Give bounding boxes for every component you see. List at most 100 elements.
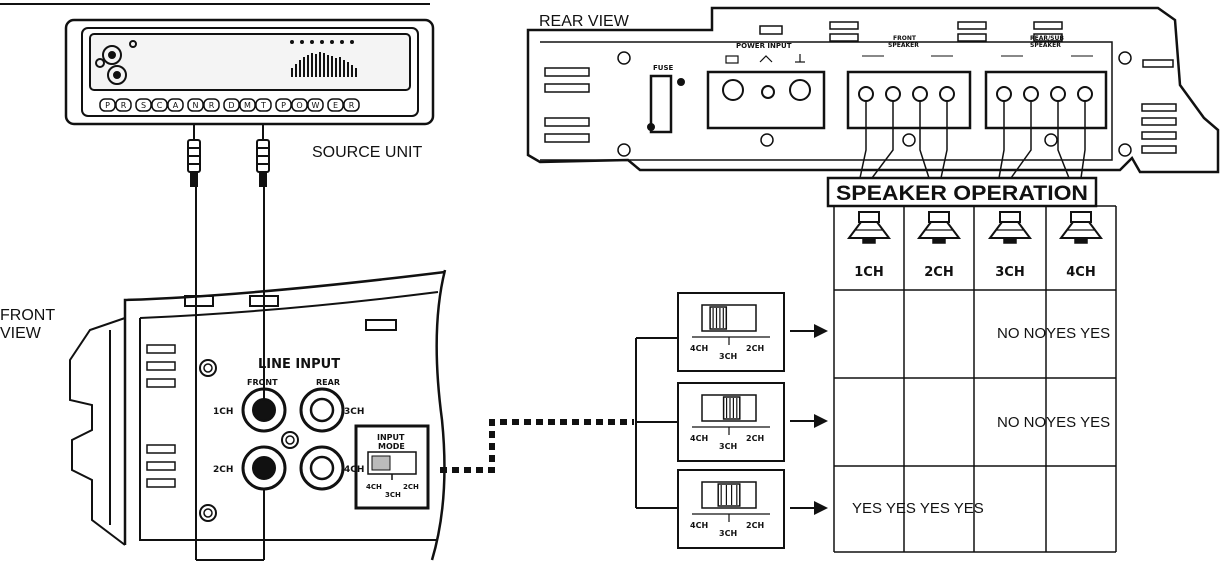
rca-jack-rear-3ch: [299, 387, 345, 433]
speaker-terminal: [912, 86, 928, 102]
arrow-head: [814, 324, 828, 338]
source-unit-button: [167, 98, 184, 112]
table-column-header: 4CH: [1066, 265, 1095, 280]
switch-label-left: 4CH: [690, 344, 708, 353]
table-row-text: NO NOYES YES: [997, 325, 1110, 342]
table-column-header: 3CH: [995, 265, 1024, 280]
equalizer-display: [291, 52, 357, 77]
speaker-wire: [998, 128, 1005, 179]
source-unit-button-label: M: [244, 101, 251, 110]
rca-plug-left: [187, 124, 201, 187]
speaker-wire: [871, 128, 894, 179]
source-unit-button: [291, 98, 308, 112]
rear-view-label: REAR VIEW: [539, 13, 630, 30]
rear-input-label: REAR: [316, 378, 340, 387]
speaker-terminal: [996, 86, 1012, 102]
input-mode-switch: [354, 424, 430, 510]
switch-label-middle: 3CH: [719, 529, 737, 538]
signal-wires: [195, 186, 265, 561]
source-unit-button: [223, 98, 240, 112]
source-unit-button: [187, 98, 204, 112]
speaker-wire: [1080, 128, 1086, 179]
switch-label-left: 4CH: [690, 434, 708, 443]
rca-jack-front-1ch: [241, 387, 287, 433]
switch-label-right: 2CH: [746, 521, 764, 530]
source-unit-button-label: C: [157, 101, 163, 110]
switch-options: 4CH 3CH 2CH 4CH 3CH 2CH 4CH 3CH 2CH: [677, 292, 828, 549]
switch-label-right: 2CH: [746, 344, 764, 353]
switch-label-right: 2CH: [746, 434, 764, 443]
source-unit-button: [115, 98, 132, 112]
source-unit-button: [307, 98, 324, 112]
speaker-icon: [847, 211, 891, 244]
rear-sub-speaker-label-line2: SPEAKER: [1030, 42, 1061, 49]
switch-label-middle: 3CH: [719, 352, 737, 361]
speaker-icon: [988, 211, 1032, 244]
source-unit-button: [151, 98, 168, 112]
source-unit-button-label: P: [105, 101, 110, 110]
switch-position-1: 4CH 3CH 2CH: [677, 292, 785, 372]
dotted-connector: [440, 419, 634, 473]
fuse-label: FUSE: [653, 64, 674, 72]
source-unit-button-label: S: [141, 101, 146, 110]
switch-label-left: 4CH: [690, 521, 708, 530]
table-column-header: 2CH: [924, 265, 953, 280]
source-unit-button-label: E: [333, 101, 338, 110]
source-unit-button: [275, 98, 292, 112]
source-unit-button-label: N: [193, 101, 199, 110]
speaker-wire: [940, 128, 948, 179]
source-unit-button: [343, 98, 360, 112]
speaker-terminal: [858, 86, 874, 102]
source-unit-button-label: W: [312, 101, 320, 110]
source-unit-button-label: T: [260, 101, 266, 110]
speaker-terminal: [1050, 86, 1066, 102]
rca-jack-rear-4ch: [299, 445, 345, 491]
switch-option-bracket: [635, 337, 678, 509]
front-speaker-label-line1: FRONT: [893, 35, 917, 42]
front-speaker-label-line2: SPEAKER: [888, 42, 919, 49]
switch-position-2: 4CH 3CH 2CH: [677, 382, 785, 462]
speaker-wire: [1057, 128, 1070, 179]
input-1ch-label: 1CH: [213, 407, 233, 417]
speaker-wire: [919, 128, 930, 179]
speaker-icon: [1059, 211, 1103, 244]
front-input-label: FRONT: [247, 378, 278, 387]
input-3ch-label: 3CH: [344, 407, 364, 417]
table-row-text: NO NOYES YES: [997, 414, 1110, 431]
front-view-label-line1: FRONT: [0, 307, 55, 324]
speaker-terminal: [939, 86, 955, 102]
speaker-terminal: [1077, 86, 1093, 102]
input-2ch-label: 2CH: [213, 465, 233, 475]
speaker-terminal: [885, 86, 901, 102]
input-4ch-label: 4CH: [344, 465, 364, 475]
speaker-operation-title: SPEAKER OPERATION: [836, 182, 1088, 205]
speaker-wire: [859, 128, 867, 179]
source-unit-button: [255, 98, 272, 112]
input-mode-3ch-label: 3CH: [385, 491, 401, 499]
speaker-wire: [1010, 128, 1032, 179]
source-unit-button-label: R: [209, 101, 215, 110]
input-mode-label-line2: MODE: [378, 442, 405, 451]
table-column-header: 1CH: [854, 265, 883, 280]
table-row-text: YES YES YES YES: [852, 500, 984, 517]
source-unit-button: [203, 98, 220, 112]
switch-position-3: 4CH 3CH 2CH: [677, 469, 785, 549]
input-mode-4ch-label: 4CH: [366, 483, 382, 491]
source-unit-button-label: R: [121, 101, 127, 110]
input-mode-label-line1: INPUT: [377, 433, 405, 442]
source-unit-button: [327, 98, 344, 112]
amplifier-rear-panel: [526, 6, 1220, 174]
source-unit-button: [135, 98, 152, 112]
power-terminal-icons: [725, 54, 805, 64]
rca-jack-front-2ch: [241, 445, 287, 491]
source-unit-button: [239, 98, 256, 112]
source-unit-button: [99, 98, 116, 112]
arrow-head: [814, 414, 828, 428]
rear-sub-speaker-label-line1: REAR/SUB: [1030, 35, 1064, 42]
source-unit-button-label: O: [296, 101, 302, 110]
source-unit-button-label: R: [349, 101, 355, 110]
amplifier-front-panel: [69, 269, 447, 561]
switch-label-middle: 3CH: [719, 442, 737, 451]
